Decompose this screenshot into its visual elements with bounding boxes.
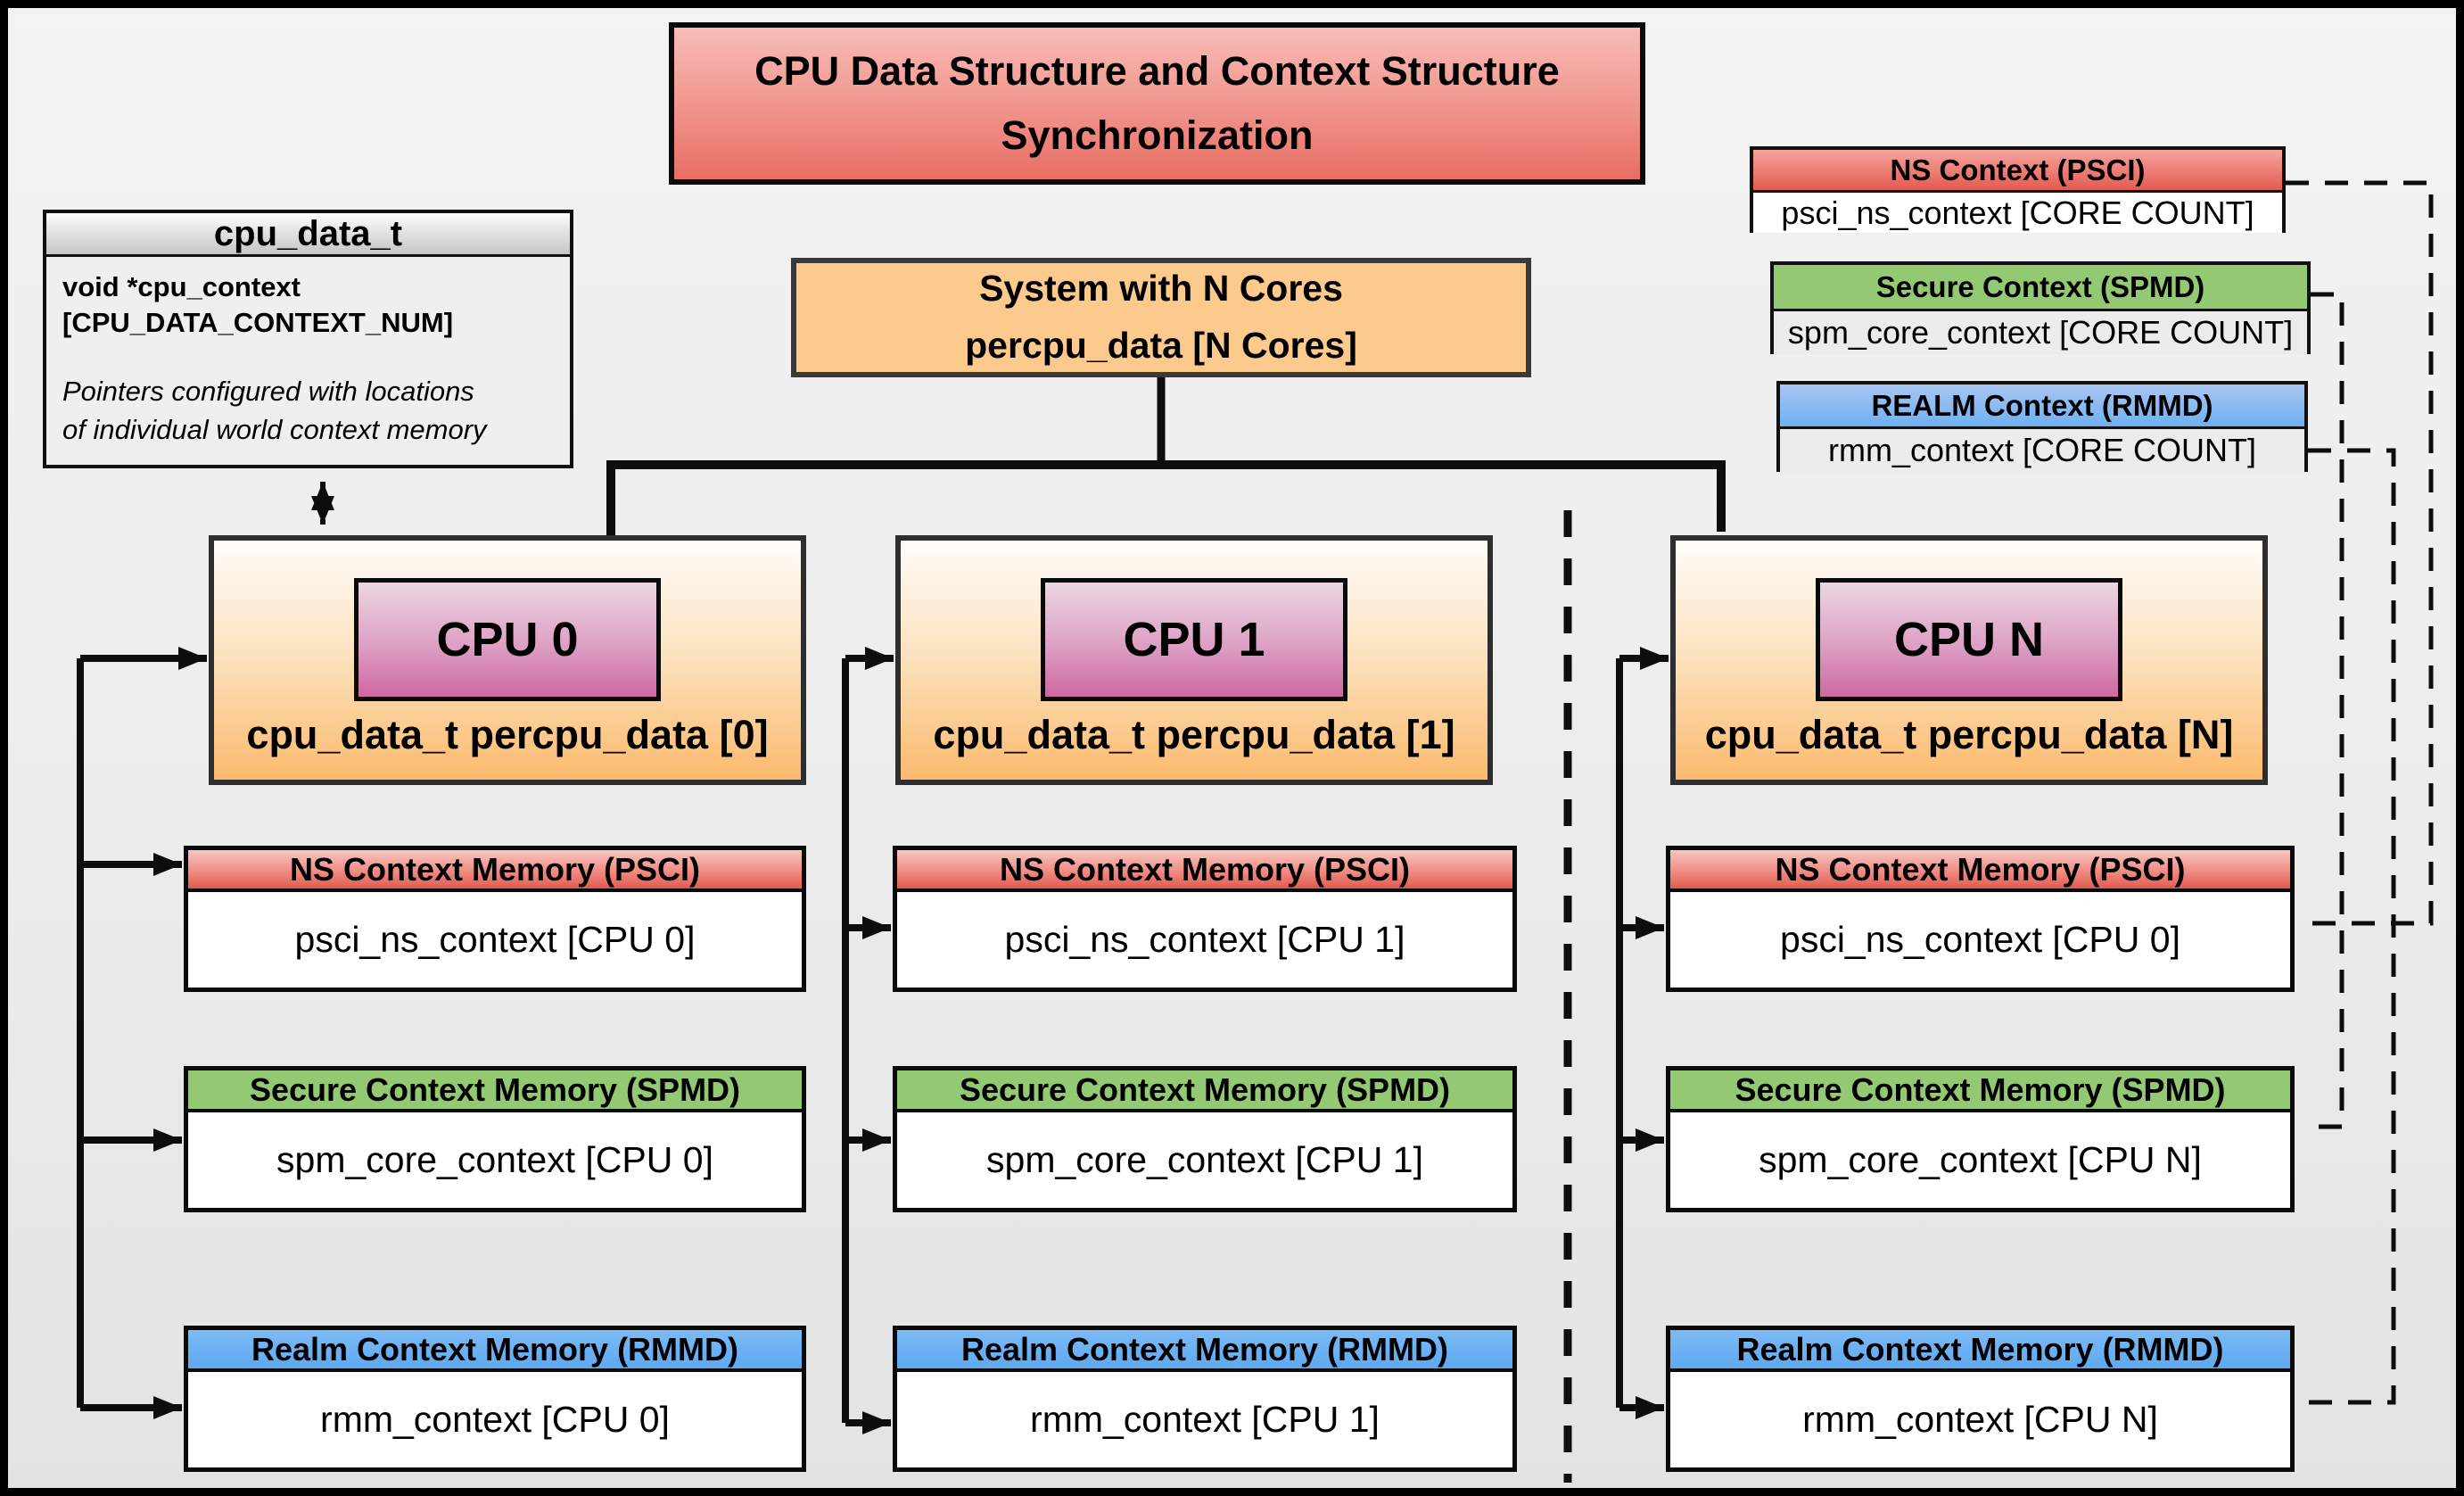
cpu-0-label: cpu_data_t percpu_data [0] — [246, 712, 769, 757]
cpu-n-label: cpu_data_t percpu_data [N] — [1704, 712, 2234, 757]
cpu-1-realm-memory-header: Realm Context Memory (RMMD) — [897, 1330, 1512, 1372]
cpu-0-box: CPU 0 cpu_data_t percpu_data [0] — [209, 535, 806, 785]
legend-realm-body: rmm_context [CORE COUNT] — [1780, 429, 2304, 472]
cpu-n-secure-memory-header: Secure Context Memory (SPMD) — [1670, 1070, 2290, 1112]
system-box-line2: percpu_data [N Cores] — [965, 325, 1357, 366]
system-branch-bar — [606, 460, 1726, 535]
legend-ns-context-box: NS Context (PSCI) psci_ns_context [CORE … — [1750, 146, 2286, 233]
legend-secure-body: spm_core_context [CORE COUNT] — [1774, 311, 2307, 354]
cpu-data-t-header: cpu_data_t — [46, 213, 570, 257]
cpu-1-ns-memory-box: NS Context Memory (PSCI) psci_ns_context… — [893, 846, 1517, 992]
cpu-0-badge: CPU 0 — [354, 578, 661, 701]
cpu-0-secure-memory-box: Secure Context Memory (SPMD) spm_core_co… — [184, 1066, 806, 1212]
system-n-cores-box: System with N Cores percpu_data [N Cores… — [791, 258, 1531, 377]
cpu-0-realm-memory-header: Realm Context Memory (RMMD) — [188, 1330, 802, 1372]
cpu-1-secure-memory-header: Secure Context Memory (SPMD) — [897, 1070, 1512, 1112]
cpu-0-secure-memory-header: Secure Context Memory (SPMD) — [188, 1070, 802, 1112]
cpu-n-secure-memory-body: spm_core_context [CPU N] — [1670, 1112, 2290, 1208]
cpu-1-realm-memory-body: rmm_context [CPU 1] — [897, 1372, 1512, 1467]
cpu-context-field-line1: void *cpu_context — [62, 271, 301, 302]
cpu-0-ns-memory-body: psci_ns_context [CPU 0] — [188, 892, 802, 988]
cpu-1-box: CPU 1 cpu_data_t percpu_data [1] — [895, 535, 1493, 785]
pointer-note-line1: Pointers configured with locations — [62, 375, 474, 407]
cpu-n-ns-memory-box: NS Context Memory (PSCI) psci_ns_context… — [1666, 846, 2295, 992]
cpu-1-secure-memory-box: Secure Context Memory (SPMD) spm_core_co… — [893, 1066, 1517, 1212]
cpu-1-ns-memory-body: psci_ns_context [CPU 1] — [897, 892, 1512, 988]
secure-legend-link — [2306, 292, 2345, 1129]
diagram-title-line1: CPU Data Structure and Context Structure — [754, 48, 1560, 94]
cpu-n-realm-memory-body: rmm_context [CPU N] — [1670, 1372, 2290, 1467]
cpu-data-t-struct-box: cpu_data_t void *cpu_context [CPU_DATA_C… — [43, 210, 573, 468]
cpu-n-box: CPU N cpu_data_t percpu_data [N] — [1670, 535, 2268, 785]
legend-realm-context-box: REALM Context (RMMD) rmm_context [CORE C… — [1776, 381, 2308, 472]
legend-secure-header: Secure Context (SPMD) — [1774, 265, 2307, 311]
cpu-1-realm-memory-box: Realm Context Memory (RMMD) rmm_context … — [893, 1326, 1517, 1472]
cpu-1-label: cpu_data_t percpu_data [1] — [933, 712, 1455, 757]
cpu-n-secure-memory-box: Secure Context Memory (SPMD) spm_core_co… — [1666, 1066, 2295, 1212]
system-box-line1: System with N Cores — [979, 268, 1343, 310]
diagram-title: CPU Data Structure and Context Structure… — [669, 22, 1645, 185]
cpu-1-secure-memory-body: spm_core_context [CPU 1] — [897, 1112, 1512, 1208]
legend-ns-header: NS Context (PSCI) — [1753, 150, 2282, 193]
cpu-data-t-body: void *cpu_context [CPU_DATA_CONTEXT_NUM]… — [46, 257, 570, 449]
cpu-n-ns-memory-header: NS Context Memory (PSCI) — [1670, 850, 2290, 892]
cpu-n-realm-memory-header: Realm Context Memory (RMMD) — [1670, 1330, 2290, 1372]
diagram-title-line2: Synchronization — [1001, 112, 1314, 158]
cpu-0-secure-memory-body: spm_core_context [CPU 0] — [188, 1112, 802, 1208]
pointer-note-line2: of individual world context memory — [62, 413, 487, 445]
cpu-context-field-line2: [CPU_DATA_CONTEXT_NUM] — [62, 307, 454, 339]
cpu-0-realm-memory-box: Realm Context Memory (RMMD) rmm_context … — [184, 1326, 806, 1472]
cpu-n-realm-memory-box: Realm Context Memory (RMMD) rmm_context … — [1666, 1326, 2295, 1472]
cpu-1-badge: CPU 1 — [1041, 578, 1347, 701]
ns-legend-link — [2286, 180, 2434, 926]
cpu-n-badge: CPU N — [1816, 578, 2122, 701]
cpu-n-ns-memory-body: psci_ns_context [CPU 0] — [1670, 892, 2290, 988]
cpu-0-ns-memory-box: NS Context Memory (PSCI) psci_ns_context… — [184, 846, 806, 992]
cpu-0-ns-memory-header: NS Context Memory (PSCI) — [188, 850, 802, 892]
cpu-0-realm-memory-body: rmm_context [CPU 0] — [188, 1372, 802, 1467]
legend-ns-body: psci_ns_context [CORE COUNT] — [1753, 193, 2282, 233]
realm-legend-link — [2298, 448, 2396, 1405]
cpu-1-ns-memory-header: NS Context Memory (PSCI) — [897, 850, 1512, 892]
legend-realm-header: REALM Context (RMMD) — [1780, 384, 2304, 429]
legend-secure-context-box: Secure Context (SPMD) spm_core_context [… — [1770, 261, 2311, 354]
